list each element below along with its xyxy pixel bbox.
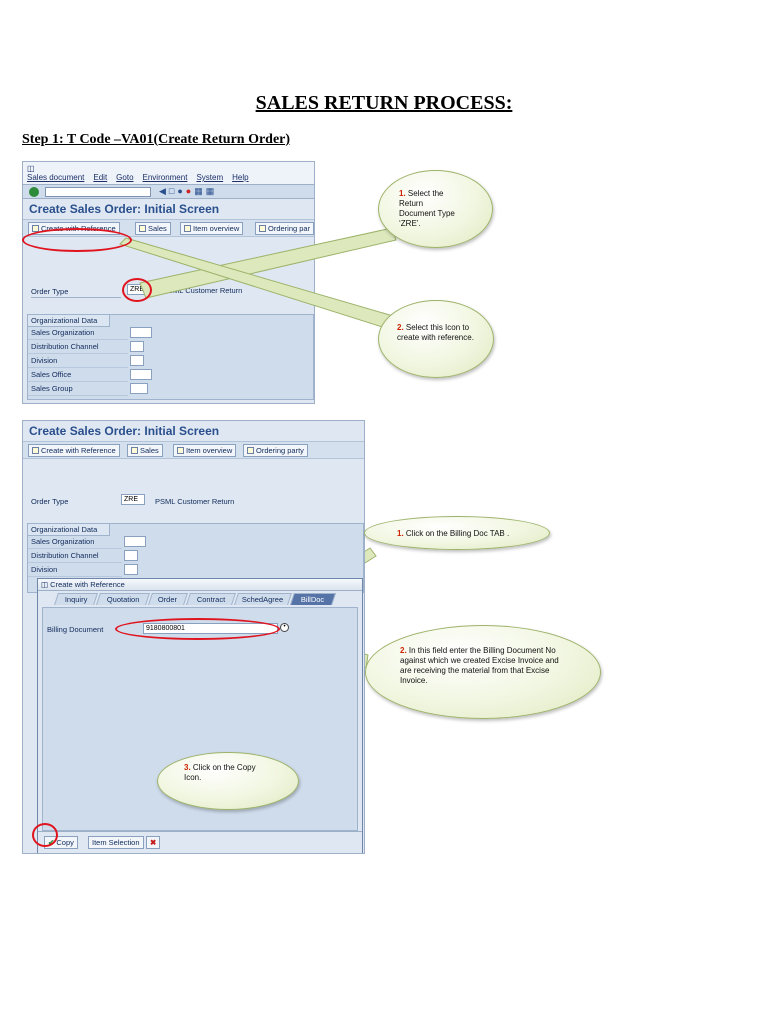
distribution-channel-label: Distribution Channel bbox=[28, 340, 128, 354]
ordering-party-button[interactable]: Ordering party bbox=[243, 444, 308, 457]
sales-office-label: Sales Office bbox=[28, 368, 128, 382]
highlight-ring-order-type bbox=[122, 278, 152, 302]
step-heading: Step 1: T Code –VA01(Create Return Order… bbox=[22, 132, 291, 147]
callout-billing-document-field: 2. In this field enter the Billing Docum… bbox=[365, 625, 601, 719]
highlight-ring-billing-document bbox=[115, 618, 280, 640]
menu-item-environment[interactable]: Environment bbox=[142, 173, 188, 182]
search-help-icon[interactable]: • bbox=[280, 623, 289, 632]
command-bar: ◀□●●▦▦ bbox=[23, 184, 314, 199]
tab-billdoc[interactable]: BillDoc bbox=[290, 593, 336, 605]
menu-item-goto[interactable]: Goto bbox=[116, 173, 134, 182]
org-data-header: Organizational Data bbox=[28, 315, 110, 327]
order-type-label: Order Type bbox=[31, 497, 69, 506]
distribution-channel-input[interactable] bbox=[130, 341, 144, 352]
sales-organization-label: Sales Organization bbox=[28, 326, 128, 340]
screen-title: Create Sales Order: Initial Screen bbox=[29, 424, 220, 438]
distribution-channel-label: Distribution Channel bbox=[28, 549, 122, 563]
cancel-icon[interactable]: ● bbox=[185, 186, 195, 196]
highlight-ring-create-with-reference bbox=[22, 228, 132, 252]
sales-button[interactable]: Sales bbox=[127, 444, 163, 457]
screen-title: Create Sales Order: Initial Screen bbox=[29, 202, 220, 216]
sales-group-input[interactable] bbox=[130, 383, 148, 394]
callout-billing-doc-tab: 1. Click on the Billing Doc TAB . bbox=[364, 516, 550, 550]
sales-group-label: Sales Group bbox=[28, 382, 128, 396]
document-icon bbox=[32, 447, 39, 454]
person-icon bbox=[247, 447, 254, 454]
item-overview-button[interactable]: Item overview bbox=[173, 444, 237, 457]
menu-item-help[interactable]: Help bbox=[232, 173, 249, 182]
sales-organization-input[interactable] bbox=[124, 536, 146, 547]
tab-inquiry[interactable]: Inquiry bbox=[54, 593, 98, 605]
reference-tabs: Inquiry Quotation Order Contract SchedAg… bbox=[38, 591, 362, 605]
ordering-party-button[interactable]: Ordering par bbox=[255, 222, 314, 235]
divider bbox=[31, 297, 121, 298]
person-icon bbox=[139, 225, 146, 232]
dialog-title: ◫ Create with Reference bbox=[38, 579, 362, 591]
menu-item-sales-document[interactable]: Sales document bbox=[27, 173, 85, 182]
application-toolbar: Create with Reference Sales Item overvie… bbox=[23, 441, 364, 459]
order-type-description: PSML Customer Return bbox=[163, 286, 243, 295]
distribution-channel-input[interactable] bbox=[124, 550, 138, 561]
menu-item-edit[interactable]: Edit bbox=[93, 173, 108, 182]
menu-icon[interactable]: ◫ bbox=[27, 164, 35, 173]
tab-quotation[interactable]: Quotation bbox=[96, 593, 150, 605]
division-label: Division bbox=[28, 354, 128, 368]
application-toolbar: Create with Reference Sales Item overvie… bbox=[23, 219, 314, 237]
menu-item-system[interactable]: System bbox=[196, 173, 224, 182]
callout-create-with-reference: 2. Select this Icon to create with refer… bbox=[378, 300, 494, 378]
organizational-data-group: Organizational Data Sales Organization D… bbox=[27, 314, 314, 400]
document-title: SALES RETURN PROCESS: bbox=[255, 92, 513, 114]
person-icon bbox=[259, 225, 266, 232]
create-with-reference-button[interactable]: Create with Reference bbox=[28, 444, 120, 457]
sales-button[interactable]: Sales bbox=[135, 222, 171, 235]
order-type-description: PSML Customer Return bbox=[155, 497, 235, 506]
billing-document-label: Billing Document bbox=[47, 625, 104, 634]
division-input[interactable] bbox=[124, 564, 138, 575]
enter-icon[interactable] bbox=[29, 187, 39, 197]
person-icon bbox=[177, 447, 184, 454]
callout-select-return-type: 1. Select the Return Document Type ‘ZRE’… bbox=[378, 170, 493, 248]
tab-contract[interactable]: Contract bbox=[186, 593, 236, 605]
sales-organization-label: Sales Organization bbox=[28, 535, 122, 549]
order-type-input[interactable]: ZRE bbox=[121, 494, 145, 505]
highlight-ring-copy bbox=[32, 823, 58, 847]
org-data-header: Organizational Data bbox=[28, 524, 110, 536]
division-label: Division bbox=[28, 563, 122, 577]
tab-order[interactable]: Order bbox=[148, 593, 188, 605]
command-field[interactable] bbox=[45, 187, 151, 197]
sales-organization-input[interactable] bbox=[130, 327, 152, 338]
item-overview-button[interactable]: Item overview bbox=[180, 222, 244, 235]
window-icon: ◫ bbox=[41, 580, 51, 589]
order-type-label: Order Type bbox=[31, 287, 69, 296]
person-icon bbox=[184, 225, 191, 232]
sap-screen-initial: ◫ Sales document Edit Goto Environment Syste… bbox=[22, 161, 315, 404]
sales-office-input[interactable] bbox=[130, 369, 152, 380]
tab-schedagree[interactable]: SchedAgree bbox=[234, 593, 292, 605]
callout-copy-icon: 3. Click on the Copy Icon. bbox=[157, 752, 299, 810]
person-icon bbox=[131, 447, 138, 454]
division-input[interactable] bbox=[130, 355, 144, 366]
cancel-icon[interactable]: ✖ bbox=[146, 836, 161, 849]
toolbar-icons[interactable]: ◀□●●▦▦ bbox=[159, 186, 218, 196]
menu-bar: ◫ Sales document Edit Goto Environment Syste… bbox=[23, 162, 314, 184]
item-selection-button[interactable]: Item Selection bbox=[88, 836, 144, 849]
dialog-footer: ✔ Copy Item Selection ✖ bbox=[38, 831, 362, 853]
